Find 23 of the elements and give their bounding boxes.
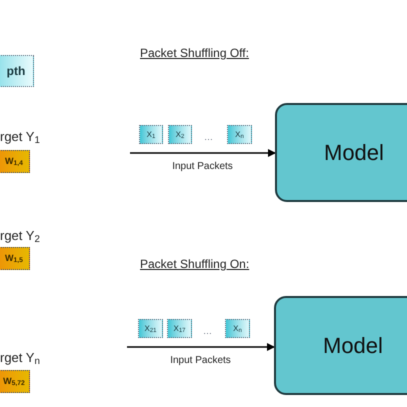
arrow bbox=[130, 149, 276, 157]
weight-box: W$_{1,5}$ bbox=[0, 247, 30, 270]
edge-label: Input Packets bbox=[172, 160, 233, 174]
weight-box: W$_{5,72}$ bbox=[0, 370, 30, 393]
model-box: Model bbox=[275, 103, 407, 202]
section-heading: Packet Shuffling Off: bbox=[140, 45, 249, 62]
model-box: Model bbox=[274, 296, 407, 395]
ellipsis: … bbox=[203, 325, 212, 338]
packet-box: X$_{17}$ bbox=[167, 319, 192, 338]
target-label: rget Y$_{n}$ bbox=[0, 349, 40, 368]
arrow bbox=[127, 343, 275, 351]
section-heading: Packet Shuffling On: bbox=[140, 256, 250, 273]
weight-box: W$_{1,4}$ bbox=[0, 150, 30, 173]
packet-box: X$_{2}$ bbox=[168, 125, 192, 144]
target-label: rget Y$_{1}$ bbox=[0, 128, 40, 146]
packet-box: X$_{n}$ bbox=[227, 125, 252, 144]
target-label: rget Y$_{2}$ bbox=[0, 227, 40, 246]
edge-label: Input Packets bbox=[170, 354, 231, 368]
packet-box: X$_{1}$ bbox=[139, 125, 163, 144]
ellipsis: … bbox=[204, 131, 213, 144]
packet-box: X$_{21}$ bbox=[138, 319, 163, 338]
packet-box: X$_{n}$ bbox=[225, 319, 250, 338]
feature-box: pth bbox=[0, 55, 34, 87]
